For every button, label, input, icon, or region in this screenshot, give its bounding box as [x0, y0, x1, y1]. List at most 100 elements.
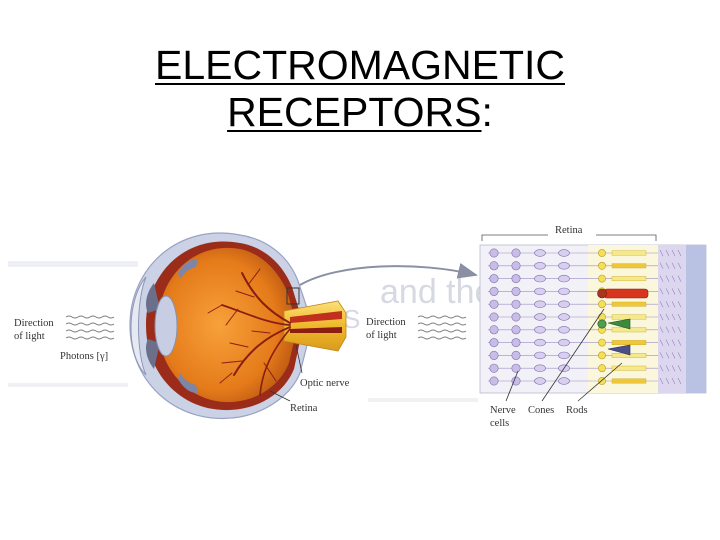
right-direction-line-1: Direction [366, 317, 406, 328]
epithelium-mark [659, 249, 664, 257]
ganglion-cell [489, 350, 499, 360]
ganglion-cell [511, 363, 521, 373]
cone-nucleus [598, 261, 606, 270]
bipolar-cell [558, 249, 570, 257]
epithelium-mark [671, 288, 676, 295]
epithelium-mark [671, 352, 676, 359]
ghost-text-1: and the [380, 273, 493, 311]
lens [154, 295, 178, 357]
cone-nucleus [598, 274, 606, 283]
highlighted-cone [607, 318, 631, 330]
slide-title: ELECTROMAGNETIC RECEPTORS: [0, 42, 720, 136]
epithelium-mark [665, 249, 670, 257]
bipolar-cell [558, 326, 570, 334]
epithelium-mark [671, 275, 676, 282]
retinal-vessels [207, 268, 291, 396]
ganglion-cell [511, 350, 521, 360]
outer-segment [611, 378, 647, 384]
bipolar-cell [534, 287, 546, 296]
ganglion-cell [511, 261, 521, 271]
epithelium-mark [659, 326, 664, 333]
epithelium-mark [677, 313, 682, 321]
eye-cross-section: Optic nerve Retina [129, 232, 350, 419]
cone-nucleus [598, 249, 606, 257]
title-line-2: RECEPTORS [227, 89, 482, 135]
bipolar-cell [558, 274, 570, 283]
ganglion-cell [489, 325, 499, 335]
ghost-bar [8, 261, 138, 267]
epithelium-mark [659, 339, 664, 346]
retina-label: Retina [290, 403, 318, 414]
retina-detail-box [286, 287, 300, 305]
epithelium-mark [677, 326, 682, 333]
optic-nerve-leader [295, 344, 303, 374]
ghost-background: and the S [8, 261, 493, 402]
outer-segment [611, 314, 647, 320]
left-direction-line-2: of light [14, 331, 45, 342]
central-vein [290, 327, 342, 333]
epithelium-mark [665, 288, 670, 295]
epithelium-mark [659, 377, 664, 385]
bipolar-cell [558, 287, 570, 296]
epithelium-mark [677, 262, 682, 269]
epithelium-mark [677, 339, 682, 346]
epithelium-mark [671, 326, 676, 333]
left-light-waves [65, 315, 115, 340]
bipolar-cell [558, 377, 570, 385]
epithelium-mark [671, 262, 676, 269]
cone-nucleus [598, 364, 606, 373]
retina-bracket [481, 234, 657, 241]
central-artery [290, 311, 342, 323]
right-direction-line-2: of light [366, 330, 397, 341]
epithelium-mark [659, 288, 664, 295]
iris-lower [146, 339, 160, 369]
epithelium-mark [677, 365, 682, 372]
zoom-arrow [299, 263, 478, 286]
epithelium-mark [677, 377, 682, 385]
bipolar-cell [534, 364, 546, 372]
cone-nucleus [598, 338, 606, 347]
rods-label: Rods [566, 405, 588, 416]
retina-leader [269, 390, 291, 402]
photons-label: Photons [γ] [60, 351, 108, 362]
epithelium-mark [665, 313, 670, 321]
ganglion-cell [511, 274, 521, 284]
epithelium-mark [677, 288, 682, 295]
epithelium-mark [665, 339, 670, 346]
cornea [130, 276, 147, 376]
ghost-text-2: S [343, 304, 360, 334]
ganglion-cell [489, 299, 499, 309]
ganglion-cell [489, 312, 499, 322]
cone-nucleus [598, 351, 606, 360]
cones-label: Cones [528, 405, 554, 416]
cone-nucleus [598, 300, 606, 309]
epithelium-mark [659, 301, 664, 308]
bipolar-cell [534, 262, 546, 270]
epithelium-mark [665, 275, 670, 282]
bipolar-cell [534, 351, 546, 360]
bipolar-cell [558, 262, 570, 270]
ganglion-cell [489, 338, 499, 348]
outer-segment [611, 250, 647, 256]
epithelium-mark [665, 377, 670, 385]
retina-header-label: Retina [555, 225, 583, 236]
left-light-direction: Direction of light Photons [γ] [14, 315, 115, 362]
outer-segment [611, 301, 647, 307]
epithelium-mark [665, 262, 670, 269]
nerve-cells-line-2: cells [490, 418, 509, 429]
bipolar-cell [558, 338, 570, 347]
epithelium-mark [659, 365, 664, 372]
bipolar-cell [558, 313, 570, 321]
epithelium-mark [665, 326, 670, 333]
highlighted-cone-nucleus [597, 319, 607, 329]
ganglion-cell [511, 338, 521, 348]
retina-cells [488, 248, 682, 386]
bipolar-cell [534, 377, 546, 385]
nerve-cells-line-1: Nerve [490, 405, 516, 416]
eye-retina-figure: and the S Direction of light Photons [γ] [8, 213, 712, 437]
bipolar-cell [534, 338, 546, 347]
left-direction-line-1: Direction [14, 318, 54, 329]
epithelium-mark [665, 301, 670, 308]
epithelium-mark [671, 313, 676, 321]
ghost-bar [368, 398, 478, 402]
